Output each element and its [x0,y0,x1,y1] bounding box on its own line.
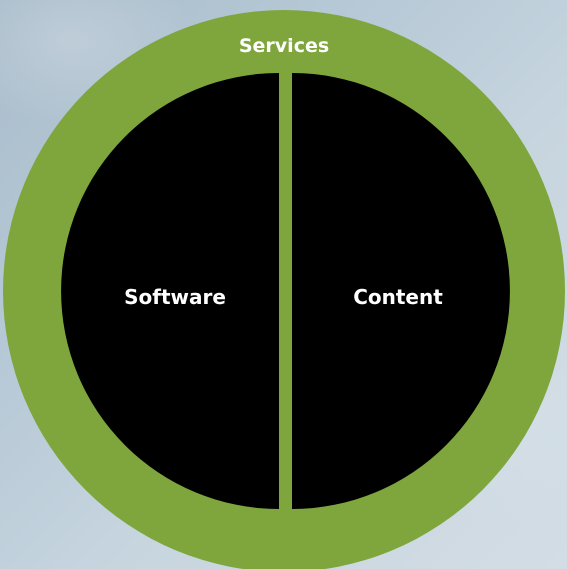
content-half-disc [292,73,510,509]
software-label: Software [124,285,226,309]
software-half-disc [61,73,280,509]
content-label: Content [353,285,443,309]
services-label: Services [238,35,330,57]
